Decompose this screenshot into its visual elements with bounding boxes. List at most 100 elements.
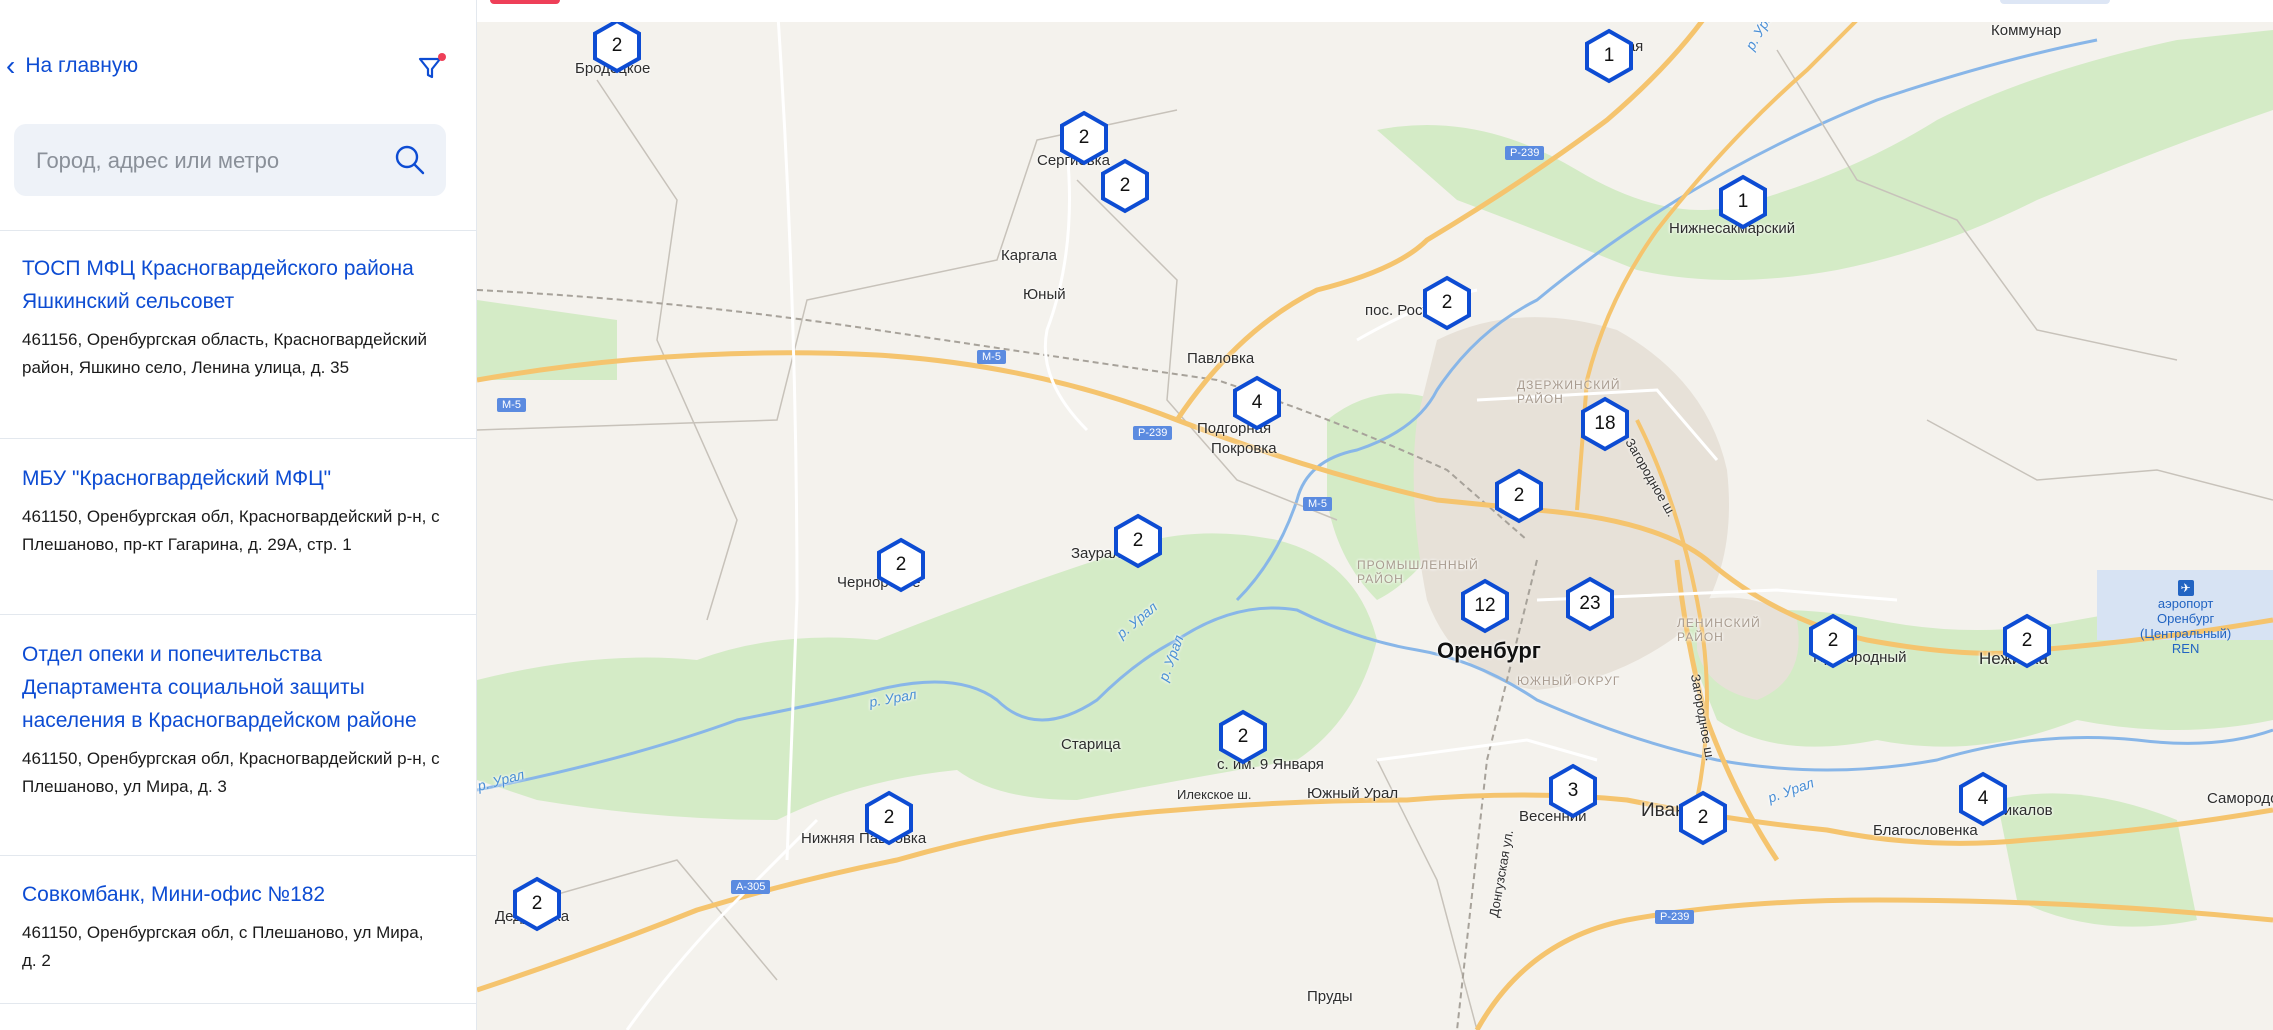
map-cluster[interactable]: 23 <box>1564 576 1616 632</box>
road-badge: М-5 <box>977 350 1006 364</box>
top-bar <box>0 0 2273 22</box>
map-cluster[interactable]: 2 <box>1677 790 1729 846</box>
map-cluster[interactable]: 2 <box>591 18 643 74</box>
map-label: Благословенка <box>1873 822 1978 839</box>
list-item[interactable]: Отдел опеки и попечительства Департамент… <box>22 638 442 801</box>
map-cluster[interactable]: 1 <box>1583 28 1635 84</box>
cluster-count: 3 <box>1567 780 1579 801</box>
cluster-count: 4 <box>1977 788 1989 809</box>
cluster-count: 2 <box>1132 530 1144 551</box>
map-cluster[interactable]: 2 <box>511 876 563 932</box>
cluster-count: 2 <box>1441 292 1453 313</box>
cluster-count: 2 <box>895 554 907 575</box>
search-input[interactable] <box>34 124 378 198</box>
district-label: ПРОМЫШЛЕННЫЙ РАЙОН <box>1357 558 1479 586</box>
map-cluster[interactable]: 3 <box>1547 763 1599 819</box>
divider <box>0 438 476 439</box>
map-cluster[interactable]: 2 <box>1112 513 1164 569</box>
road-badge: М-5 <box>1303 497 1332 511</box>
cluster-count: 2 <box>1119 175 1131 196</box>
map-cluster[interactable]: 4 <box>1957 771 2009 827</box>
airport-line: Оренбург <box>2157 611 2215 626</box>
map-cluster[interactable]: 2 <box>1807 613 1859 669</box>
cluster-count: 2 <box>2021 630 2033 651</box>
divider <box>0 230 476 231</box>
map-cluster[interactable]: 18 <box>1579 396 1631 452</box>
map-cluster[interactable]: 12 <box>1459 578 1511 634</box>
divider <box>0 614 476 615</box>
list-item-address: 461156, Оренбургская область, Красногвар… <box>22 330 427 377</box>
filter-button[interactable] <box>414 50 448 84</box>
list-item-title[interactable]: Отдел опеки и попечительства Департамент… <box>22 643 417 732</box>
cluster-count: 18 <box>1594 413 1616 434</box>
map-cluster[interactable]: 2 <box>863 790 915 846</box>
back-link-label: На главную <box>25 54 139 77</box>
cluster-count: 2 <box>531 893 543 914</box>
cluster-count: 23 <box>1579 593 1601 614</box>
search-box <box>14 124 446 198</box>
cluster-count: 4 <box>1251 392 1263 413</box>
list-item[interactable]: МБУ "Красногвардейский МФЦ" 461150, Орен… <box>22 462 442 559</box>
map-cluster[interactable]: 4 <box>1231 375 1283 431</box>
cluster-count: 2 <box>611 35 623 56</box>
map-label-city: Оренбург <box>1437 638 1541 663</box>
cluster-count: 12 <box>1474 595 1496 616</box>
map-cluster[interactable]: 2 <box>1421 275 1473 331</box>
map-label: Южный Урал <box>1307 785 1399 802</box>
list-item-title[interactable]: ТОСП МФЦ Красногвардейского района Яшкин… <box>22 257 414 313</box>
cluster-count: 1 <box>1603 45 1615 66</box>
cluster-count: 2 <box>1827 630 1839 651</box>
map-label: Коммунар <box>1991 22 2062 39</box>
cluster-count: 2 <box>1078 127 1090 148</box>
district-label: ЛЕНИНСКИЙ РАЙОН <box>1677 616 1761 644</box>
header-fragment <box>490 0 560 4</box>
list-item-title[interactable]: Совкомбанк, Мини-офис №182 <box>22 883 326 906</box>
map-cluster[interactable]: 2 <box>1058 110 1110 166</box>
map-label: Самородово <box>2207 790 2273 807</box>
map-label: Павловка <box>1187 350 1255 367</box>
list-item-address: 461150, Оренбургская обл, Красногвардейс… <box>22 749 440 796</box>
airport-line: (Центральный) <box>2140 626 2232 641</box>
road-badge: Р-239 <box>1133 426 1173 440</box>
map-base <box>477 0 2273 1030</box>
cluster-count: 2 <box>883 807 895 828</box>
map-label: Пруды <box>1307 988 1353 1005</box>
list-item-address: 461150, Оренбургская обл, с Плешаново, у… <box>22 923 424 970</box>
list-item[interactable]: ТОСП МФЦ Красногвардейского района Яшкин… <box>22 252 442 382</box>
sidebar: ‹ На главную ТОСП МФЦ Красногвардейского… <box>0 0 477 1030</box>
map-cluster[interactable]: 2 <box>1099 158 1151 214</box>
road-badge: Р-239 <box>1505 146 1545 160</box>
map-label: Юный <box>1023 286 1066 303</box>
divider <box>0 855 476 856</box>
cluster-count: 1 <box>1737 191 1749 212</box>
back-to-home-link[interactable]: ‹ На главную <box>6 50 139 81</box>
airplane-icon: ✈ <box>2177 580 2194 596</box>
filter-icon <box>418 53 446 79</box>
map-label: Каргала <box>1001 247 1058 264</box>
map-cluster[interactable]: 2 <box>1217 709 1269 765</box>
cluster-count: 2 <box>1237 726 1249 747</box>
divider <box>0 1003 476 1004</box>
list-item-title[interactable]: МБУ "Красногвардейский МФЦ" <box>22 467 332 490</box>
map[interactable]: Бродецкое Сергиевка Каргала Юный Павловк… <box>477 0 2273 1030</box>
header-fragment <box>2000 0 2110 4</box>
map-label: Нижнесакмарский <box>1669 220 1796 237</box>
road-badge: М-5 <box>497 398 526 412</box>
cluster-count: 2 <box>1513 485 1525 506</box>
map-label: Старица <box>1061 736 1121 753</box>
map-cluster[interactable]: 2 <box>875 537 927 593</box>
map-label: Пикалов <box>1993 802 2053 819</box>
airport-line: REN <box>2171 641 2200 656</box>
list-item[interactable]: Совкомбанк, Мини-офис №182 461150, Оренб… <box>22 878 442 975</box>
airport-line: аэропорт <box>2157 596 2214 611</box>
chevron-left-icon: ‹ <box>6 50 16 81</box>
road-badge: А-305 <box>731 880 771 894</box>
map-cluster[interactable]: 2 <box>1493 468 1545 524</box>
search-icon[interactable] <box>394 144 426 176</box>
list-item-address: 461150, Оренбургская обл, Красногвардейс… <box>22 507 440 554</box>
district-label: ДЗЕРЖИНСКИЙ РАЙОН <box>1517 378 1621 406</box>
map-cluster[interactable]: 1 <box>1717 174 1769 230</box>
airport-label: ✈ аэропорт Оренбург (Центральный) REN <box>2140 580 2231 656</box>
map-cluster[interactable]: 2 <box>2001 613 2053 669</box>
map-label: Покровка <box>1211 440 1277 457</box>
